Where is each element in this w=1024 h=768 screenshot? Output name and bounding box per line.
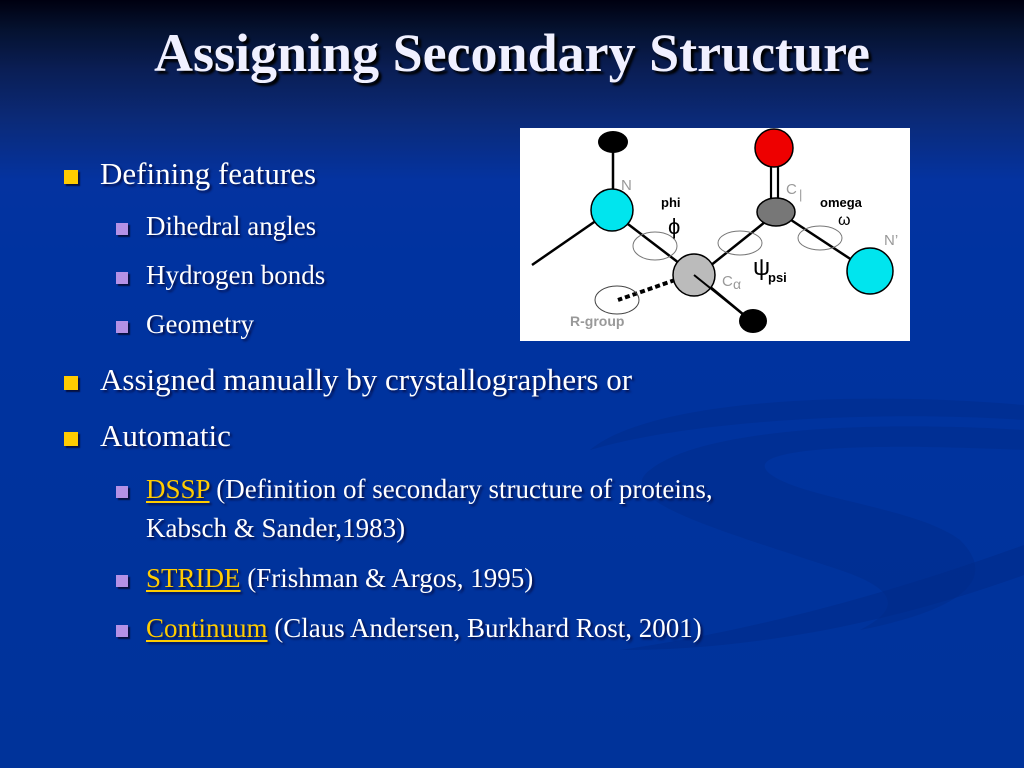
calpha-hydrogen-atom: [739, 309, 767, 333]
slide-title: Assigning Secondary Structure: [153, 23, 871, 83]
phi-rotation-arrow-icon: [632, 231, 678, 261]
calpha-sub: α: [733, 276, 741, 292]
sub-bullet-stride: STRIDE (Frishman & Argos, 1995): [116, 563, 534, 594]
dihedral-angle-diagram: N C | N’ C α phi ϕ ψ psi omega ω R-group: [520, 128, 910, 341]
calpha-h-bond-overlay: [693, 274, 751, 321]
square-bullet-icon: [116, 486, 128, 498]
c-prime-sub: |: [799, 187, 802, 202]
square-bullet-icon: [116, 575, 128, 587]
square-bullet-icon: [64, 432, 78, 446]
n-prime-label: N’: [884, 232, 898, 249]
bullet-text: Hydrogen bonds: [146, 260, 326, 290]
sub-bullet-dssp: DSSP (Definition of secondary structure …: [116, 474, 713, 505]
square-bullet-icon: [64, 170, 78, 184]
continuum-link[interactable]: Continuum: [146, 613, 268, 643]
c-prime-label: C: [786, 181, 797, 198]
omega-label: omega: [820, 195, 863, 210]
bullet-text: Assigned manually by crystallographers o…: [100, 362, 633, 397]
psi-label: psi: [768, 270, 787, 285]
square-bullet-icon: [116, 223, 128, 235]
bullet-assigned-manually: Assigned manually by crystallographers o…: [64, 362, 633, 398]
carbonyl-carbon-atom: [756, 197, 796, 227]
bullet-text: Kabsch & Sander,1983): [146, 513, 406, 543]
psi-rotation-arrow-icon: [717, 230, 763, 256]
sub-bullet-continuum: Continuum (Claus Andersen, Burkhard Rost…: [116, 613, 702, 644]
bullet-text: Geometry: [146, 309, 254, 339]
nitrogen-atom: [590, 188, 634, 232]
sub-bullet-hydrogen-bonds: Hydrogen bonds: [116, 260, 326, 291]
square-bullet-icon: [116, 625, 128, 637]
square-bullet-icon: [116, 272, 128, 284]
c-n-prime-bond: [787, 216, 859, 266]
square-bullet-icon: [64, 376, 78, 390]
r-group-dashed-bond: [617, 278, 676, 302]
n-prime-atom: [846, 247, 894, 295]
bullet-defining-features: Defining features: [64, 156, 317, 192]
bullet-automatic: Automatic: [64, 418, 231, 454]
bullet-text: Defining features: [100, 156, 317, 191]
sub-bullet-geometry: Geometry: [116, 309, 254, 340]
dssp-link[interactable]: DSSP: [146, 474, 210, 504]
n-hydrogen-atom: [598, 131, 628, 153]
sub-bullet-dihedral-angles: Dihedral angles: [116, 211, 317, 242]
r-group-label: R-group: [570, 313, 624, 329]
omega-symbol: ω: [838, 212, 851, 229]
bullet-text: (Frishman & Argos, 1995): [240, 563, 534, 593]
calpha-c-bond: [704, 217, 771, 271]
sub-bullet-dssp-line2: Kabsch & Sander,1983): [146, 513, 405, 544]
bullet-text: (Definition of secondary structure of pr…: [209, 474, 713, 504]
bullet-text: Automatic: [100, 418, 231, 453]
oxygen-atom: [754, 128, 794, 168]
stride-link[interactable]: STRIDE: [146, 563, 241, 593]
n-label: N: [621, 177, 632, 194]
square-bullet-icon: [116, 321, 128, 333]
omega-rotation-arrow-icon: [797, 225, 843, 251]
bullet-text: (Claus Andersen, Burkhard Rost, 2001): [267, 613, 702, 643]
r-group-rotation-icon: [594, 285, 640, 315]
phi-label: phi: [661, 195, 681, 210]
n-backbone-bond: [531, 216, 601, 267]
calpha-label: C: [722, 273, 733, 290]
bullet-text: Dihedral angles: [146, 211, 317, 241]
psi-symbol: ψ: [753, 254, 770, 281]
phi-symbol: ϕ: [668, 214, 680, 239]
